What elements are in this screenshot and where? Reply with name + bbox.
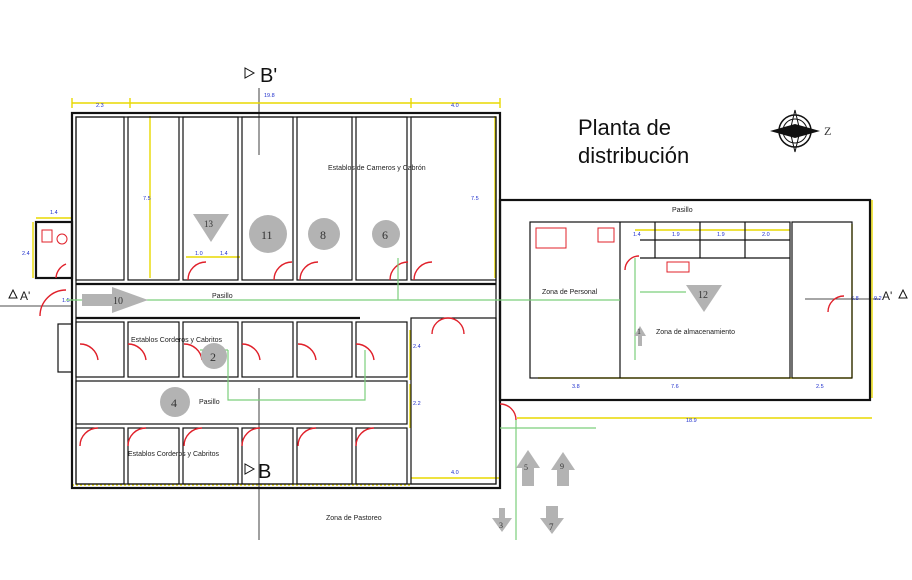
section-a-right: A' bbox=[805, 288, 908, 303]
dim-stall-a: 7.5 bbox=[143, 196, 151, 202]
dim-bot-b: 7.6 bbox=[671, 384, 679, 390]
wc-room bbox=[34, 220, 74, 280]
svg-text:2: 2 bbox=[210, 350, 216, 364]
marker-11: 11 bbox=[249, 215, 287, 253]
label-establos-corderos-1: Establos Corderos y Cabritos bbox=[131, 337, 223, 344]
label-zona-pastoreo: Zona de Pastoreo bbox=[326, 515, 382, 522]
label-establos-corderos-2: Establos Corderos y Cabritos bbox=[128, 451, 220, 458]
marker-4: 4 bbox=[160, 387, 190, 417]
svg-text:5: 5 bbox=[524, 463, 528, 472]
marker-6: 6 bbox=[372, 220, 400, 248]
dim-side-a: 6.8 bbox=[851, 296, 859, 302]
dim-top-left: 2.3 bbox=[96, 103, 104, 109]
section-a-left: A' bbox=[0, 288, 72, 307]
doors bbox=[39, 255, 845, 447]
label-establos-carneros: Establos de Carneros y Cabrón bbox=[328, 165, 426, 172]
dim-top-right: 4.0 bbox=[451, 103, 459, 109]
dim-total-bottom: 18.9 bbox=[686, 418, 697, 424]
svg-text:7: 7 bbox=[549, 522, 554, 532]
dim-top-total: 19.8 bbox=[264, 93, 275, 99]
svg-text:4: 4 bbox=[171, 396, 177, 410]
marker-10: 10 bbox=[82, 287, 148, 313]
title-line-2: distribución bbox=[578, 143, 689, 168]
svg-text:11: 11 bbox=[261, 228, 273, 242]
svg-text:9: 9 bbox=[560, 462, 564, 471]
section-b-label: B bbox=[258, 461, 271, 483]
marker-8: 8 bbox=[308, 218, 340, 250]
dim-right-b: 1.9 bbox=[672, 232, 680, 238]
marker-5: 5 bbox=[516, 450, 540, 486]
right-building bbox=[498, 198, 872, 488]
section-a-left-label: A' bbox=[20, 289, 30, 303]
svg-text:10: 10 bbox=[113, 296, 123, 307]
dim-vert-b: 2.2 bbox=[413, 401, 421, 407]
label-zona-almacenamiento: Zona de almacenamiento bbox=[656, 329, 735, 336]
svg-text:8: 8 bbox=[320, 228, 326, 242]
label-pasillo-main: Pasillo bbox=[212, 293, 233, 300]
title-line-1: Planta de bbox=[578, 115, 671, 140]
markers: 1 2 3 4 5 6 7 8 bbox=[82, 214, 722, 534]
dim-stall-b: 7.5 bbox=[471, 196, 479, 202]
dim-door-a: 1.0 bbox=[195, 251, 203, 257]
circulation-routes bbox=[66, 258, 686, 540]
section-a-right-label: A' bbox=[882, 289, 892, 303]
dim-wc-width: 1.4 bbox=[50, 210, 58, 216]
svg-text:12: 12 bbox=[698, 290, 708, 301]
dimension-lines bbox=[32, 98, 873, 486]
marker-7: 7 bbox=[540, 506, 564, 534]
dim-side-b: 9.2 bbox=[874, 296, 882, 302]
main-building bbox=[57, 111, 502, 490]
dim-right-a: 1.4 bbox=[633, 232, 641, 238]
section-b-prime: B' bbox=[244, 65, 277, 155]
marker-13: 13 bbox=[193, 214, 229, 242]
marker-2: 2 bbox=[201, 343, 227, 369]
dim-door-b: 1.4 bbox=[220, 251, 228, 257]
marker-12: 12 bbox=[686, 285, 722, 312]
section-b: B bbox=[244, 388, 271, 540]
svg-text:13: 13 bbox=[204, 219, 214, 229]
svg-text:3: 3 bbox=[499, 521, 503, 530]
svg-text:6: 6 bbox=[382, 228, 388, 242]
marker-1: 1 bbox=[634, 326, 646, 346]
dim-vert-a: 2.4 bbox=[413, 344, 421, 350]
dim-corridor: 1.5 bbox=[62, 298, 70, 304]
dimension-labels: 2.3 19.8 4.0 7.5 7.5 1.4 2.4 1.0 1.4 1.5… bbox=[22, 93, 882, 476]
dim-bot-a: 3.8 bbox=[572, 384, 580, 390]
svg-text:1: 1 bbox=[637, 327, 641, 336]
marker-9: 9 bbox=[551, 452, 575, 486]
marker-3: 3 bbox=[492, 508, 512, 532]
label-pasillo-center: Pasillo bbox=[199, 399, 220, 406]
dim-right-d: 2.0 bbox=[762, 232, 770, 238]
dim-right-c: 1.9 bbox=[717, 232, 725, 238]
north-arrow-icon: Z bbox=[770, 109, 831, 153]
section-b-prime-label: B' bbox=[260, 65, 277, 87]
label-zona-personal: Zona de Personal bbox=[542, 289, 598, 296]
dim-bottom-right: 4.0 bbox=[451, 470, 459, 476]
dim-wc-height: 2.4 bbox=[22, 251, 30, 257]
compass-letter: Z bbox=[824, 124, 831, 138]
dim-bot-c: 2.5 bbox=[816, 384, 824, 390]
label-pasillo-right: Pasillo bbox=[672, 207, 693, 214]
